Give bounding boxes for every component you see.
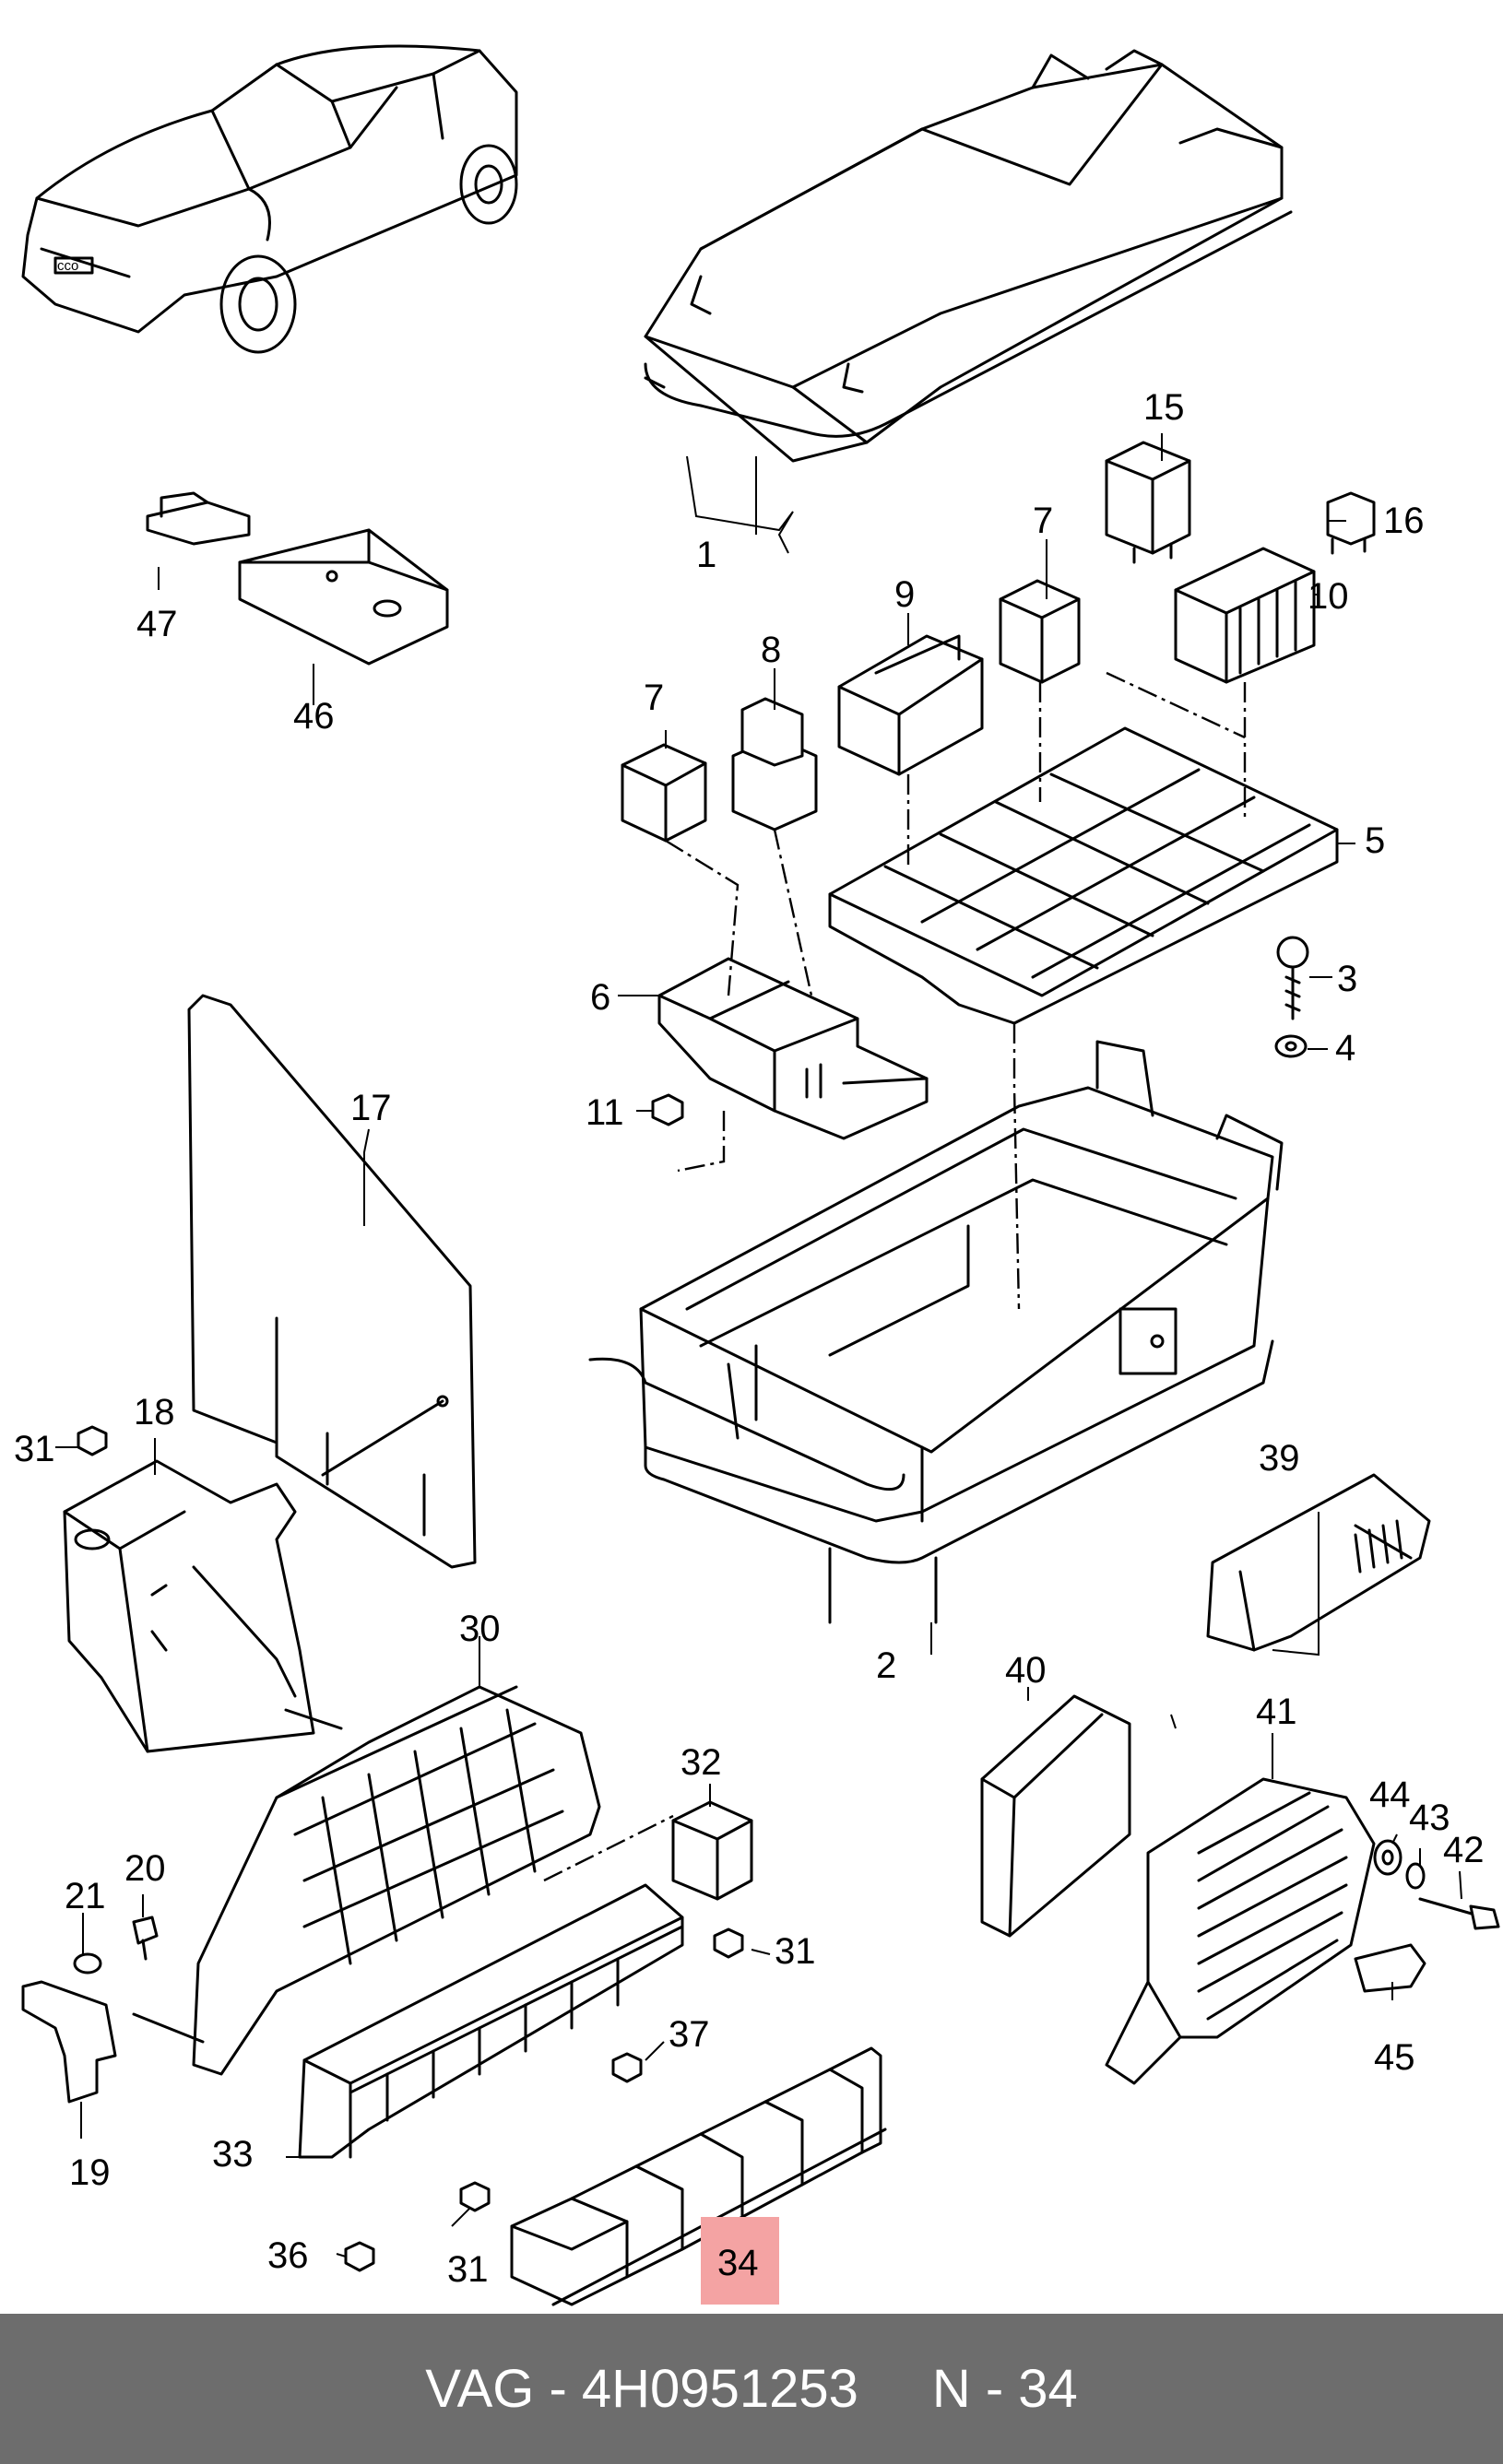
callout-32: 32 xyxy=(680,1742,722,1783)
callout-4: 4 xyxy=(1335,1028,1355,1068)
part-31-nut-a xyxy=(77,1425,108,1456)
part-19-bracket-plate xyxy=(21,1980,205,2104)
part-7-relay-right xyxy=(999,579,1081,684)
exploded-parts-diagram: cco xyxy=(14,44,1500,2306)
callout-18: 18 xyxy=(134,1392,175,1432)
callout-3: 3 xyxy=(1337,959,1357,999)
leader-8-to-base xyxy=(773,829,813,996)
callout-33: 33 xyxy=(212,2134,254,2175)
part-20-bolt xyxy=(132,1916,159,1961)
callout-5: 5 xyxy=(1365,820,1385,861)
part-21-nut xyxy=(73,1952,102,1975)
leader-32-to-holder xyxy=(543,1814,674,1882)
callout-number-label: N - 34 xyxy=(931,2359,1078,2419)
leader-11-to-base xyxy=(677,1111,726,1173)
callout-31a: 31 xyxy=(14,1429,55,1469)
callout-15: 15 xyxy=(1143,387,1185,428)
part-47-clip xyxy=(146,491,251,546)
callout-46: 46 xyxy=(293,696,335,737)
callout-9: 9 xyxy=(894,574,915,615)
callout-1: 1 xyxy=(696,535,716,575)
part-16-relay xyxy=(1326,491,1376,555)
leader-carrier-to-housing xyxy=(1012,1023,1021,1310)
callout-7a: 7 xyxy=(1033,501,1053,541)
callout-10: 10 xyxy=(1308,576,1349,617)
callout-17: 17 xyxy=(350,1088,392,1128)
part-15-relay xyxy=(1105,441,1191,564)
callout-44: 44 xyxy=(1369,1774,1411,1815)
part-4-washer xyxy=(1274,1034,1308,1058)
part-42-bolt xyxy=(1418,1897,1500,1930)
part-9-relay-double xyxy=(837,634,984,776)
part-10-relay-block xyxy=(1174,547,1316,684)
part-37-nut xyxy=(611,2052,643,2083)
part-11-nut xyxy=(651,1093,684,1126)
callout-6: 6 xyxy=(590,977,610,1018)
part-40-cover xyxy=(980,1694,1131,1938)
leader-7-to-base xyxy=(665,839,740,996)
part-44-washer xyxy=(1373,1839,1402,1876)
part-5-relay-carrier xyxy=(828,726,1339,1025)
leader-lines xyxy=(55,433,1462,2258)
callout-45: 45 xyxy=(1374,2037,1415,2078)
car-illustration: cco xyxy=(21,44,518,354)
callout-47: 47 xyxy=(136,604,178,644)
highlight-box-34 xyxy=(701,2217,779,2305)
part-number-label: VAG - 4H0951253 xyxy=(425,2359,858,2419)
part-7-relay-left xyxy=(621,743,707,843)
part-2-housing xyxy=(588,1040,1284,1624)
leader-5-to-box xyxy=(1106,671,1246,739)
callout-labels: 1 2 3 4 5 6 7 7 8 9 10 11 15 16 17 18 19… xyxy=(14,387,1485,2305)
part-43-washer xyxy=(1405,1862,1426,1890)
part-17-insulator xyxy=(187,994,477,1569)
callout-42: 42 xyxy=(1443,1830,1485,1870)
callout-40: 40 xyxy=(1005,1650,1047,1691)
part-45-connector xyxy=(1354,1943,1426,1993)
callout-8: 8 xyxy=(761,630,781,670)
part-8-relay xyxy=(731,697,818,831)
callout-37: 37 xyxy=(669,2014,710,2055)
callout-41: 41 xyxy=(1256,1692,1297,1732)
part-number-footer: VAG - 4H0951253 N - 34 xyxy=(0,2314,1503,2464)
callout-19: 19 xyxy=(69,2152,111,2193)
part-36-nut xyxy=(344,2241,375,2272)
callout-21: 21 xyxy=(65,1876,106,1916)
callout-39: 39 xyxy=(1259,1438,1300,1479)
callout-34: 34 xyxy=(717,2243,759,2283)
part-41-cover-grid xyxy=(1105,1777,1376,2085)
part-32-relay xyxy=(671,1800,753,1901)
part-34-relay-row xyxy=(510,2046,887,2306)
callout-20: 20 xyxy=(124,1848,166,1889)
part-6-relay-base xyxy=(657,957,929,1140)
part-3-screw xyxy=(1276,936,1309,1020)
callout-2: 2 xyxy=(876,1645,896,1686)
callout-30: 30 xyxy=(459,1609,501,1649)
part-18-bracket xyxy=(63,1459,315,1753)
stud-bolt xyxy=(284,1708,343,1730)
part-30-fuse-holder xyxy=(192,1685,601,2076)
part-31-nut-b xyxy=(713,1928,744,1959)
part-46-connector xyxy=(238,528,449,666)
callout-31c: 31 xyxy=(447,2249,489,2290)
part-33-relay-plate xyxy=(298,1883,684,2159)
callout-11: 11 xyxy=(586,1092,624,1133)
callout-7b: 7 xyxy=(644,678,664,718)
callout-43: 43 xyxy=(1409,1798,1450,1838)
callout-31b: 31 xyxy=(775,1931,816,1972)
callout-16: 16 xyxy=(1383,501,1425,541)
part-1-cover xyxy=(644,49,1293,463)
callout-36: 36 xyxy=(267,2235,309,2276)
part-31-nut-c xyxy=(459,2181,491,2212)
car-badge: cco xyxy=(57,258,78,274)
